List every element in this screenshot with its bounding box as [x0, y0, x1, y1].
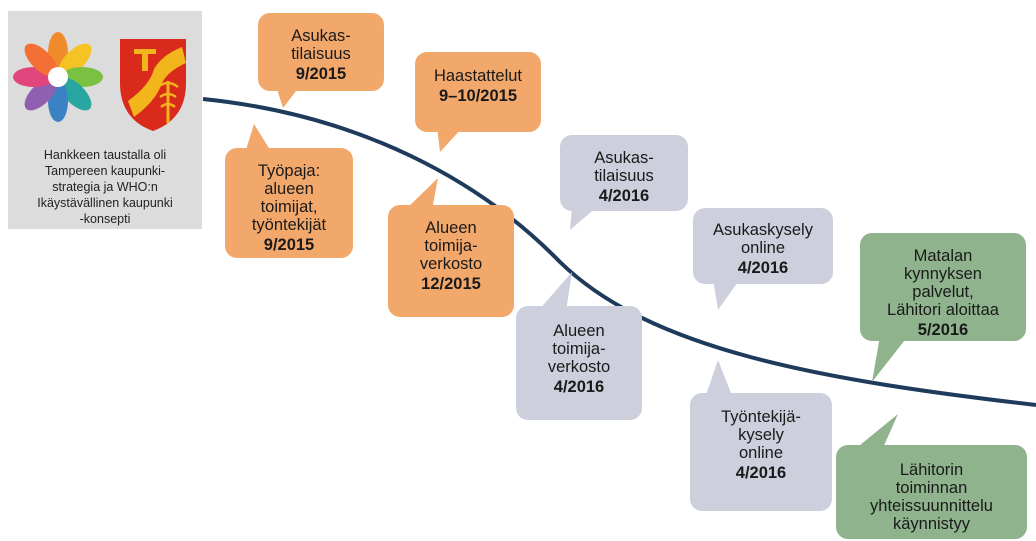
bubble-tail — [713, 279, 740, 310]
bubble-box — [388, 205, 514, 317]
bubble-label-line: Lähitorin — [900, 461, 963, 479]
bubbles-layer: Asukas-tilaisuus9/2015Työpaja:alueentoim… — [225, 13, 1027, 539]
bubble-label-line: Työntekijä- — [721, 408, 801, 426]
bubble-label-line: Lähitori aloittaa — [887, 301, 1000, 319]
bubble-label-line: toimija- — [424, 237, 477, 255]
bubble-box — [225, 148, 353, 258]
bubble-label-line: työntekijät — [252, 216, 327, 234]
bubble-date: 12/2015 — [421, 275, 481, 293]
bubble-asukastilaisuus-2015: Asukas-tilaisuus 9/2015 — [258, 13, 384, 108]
bubble-label-line: Työpaja: — [258, 162, 320, 180]
bubble-tail — [872, 336, 908, 382]
bubble-box — [516, 306, 642, 420]
flower-petal — [58, 43, 92, 77]
bubble-label-line: toiminnan — [896, 479, 968, 497]
bubble-label-line: palvelut, — [912, 283, 973, 301]
bubble-box — [693, 208, 833, 284]
bubble-date: 9–10/2015 — [439, 87, 517, 105]
bubble-label-line: kysely — [738, 426, 785, 444]
flower-center — [48, 67, 68, 87]
bubble-date: 9/2015 — [296, 65, 346, 83]
flower-petal — [24, 77, 58, 111]
bubble-tail — [854, 414, 898, 450]
bubble-date: 4/2016 — [738, 259, 788, 277]
bubble-label-line: verkosto — [420, 255, 482, 273]
logo-caption: Hankkeen taustalla oli Tampereen kaupunk… — [37, 148, 173, 226]
bubble-tail — [405, 178, 438, 210]
logos — [13, 32, 186, 131]
flower-petal — [24, 43, 58, 77]
bubble-asukastilaisuus-2016: Asukas-tilaisuus 4/2016 — [560, 135, 688, 230]
bubble-date: 4/2016 — [736, 464, 786, 482]
logo-panel: Hankkeen taustalla oli Tampereen kaupunk… — [8, 11, 202, 229]
bubble-date: 9/2015 — [264, 236, 314, 254]
flower-petal — [58, 77, 92, 111]
bubble-label-line: online — [739, 444, 783, 462]
bubble-label-line: verkosto — [548, 358, 610, 376]
bubble-label-line: Alueen — [425, 219, 476, 237]
bubble-lahitorin-toiminnan: Lähitorintoiminnanyhteissuunnittelukäynn… — [836, 414, 1027, 539]
bubble-tail — [538, 272, 572, 311]
bubble-label-line: yhteissuunnittelu — [870, 497, 993, 515]
bubble-label-line: käynnistyy — [893, 515, 971, 533]
bubble-label-line: Alueen — [553, 322, 604, 340]
age-friendly-flower-logo — [13, 32, 103, 122]
bubble-label-line: toimijat, — [261, 198, 318, 216]
bubble-label-line: Haastattelut — [434, 67, 522, 85]
bubble-box — [415, 52, 541, 132]
bubble-label-line: Matalan — [914, 247, 973, 265]
bubble-tail — [437, 127, 463, 152]
bubble-label-line: alueen — [264, 180, 314, 198]
timeline-curve — [202, 97, 1036, 407]
bubble-tail — [570, 206, 598, 230]
bubble-tail — [245, 124, 272, 153]
bubble-label-line: online — [741, 239, 785, 257]
caduceus-icon — [157, 81, 179, 123]
bubble-box — [860, 233, 1026, 341]
bubble-box — [690, 393, 832, 511]
bubble-box — [560, 135, 688, 211]
bubble-label-line: Asukas- — [291, 27, 351, 45]
bubble-box — [836, 445, 1027, 539]
bubble-tail — [705, 360, 733, 398]
bubble-box — [258, 13, 384, 91]
bubble-label-line: tilaisuus — [594, 167, 654, 185]
bubble-tail — [276, 86, 300, 108]
bubble-label-line: tilaisuus — [291, 45, 351, 63]
bubble-label-line: kynnyksen — [904, 265, 982, 283]
bubble-date: 5/2016 — [918, 321, 968, 339]
bubble-haastattelut-2015: Haastattelut 9–10/2015 — [415, 52, 541, 152]
tampere-coat-of-arms-logo — [120, 39, 186, 131]
bubble-date: 4/2016 — [599, 187, 649, 205]
bubble-label-line: Asukaskysely — [713, 221, 814, 239]
bubble-date: 4/2016 — [554, 378, 604, 396]
bubble-label-line: toimija- — [552, 340, 605, 358]
bubble-label-line: Asukas- — [594, 149, 654, 167]
